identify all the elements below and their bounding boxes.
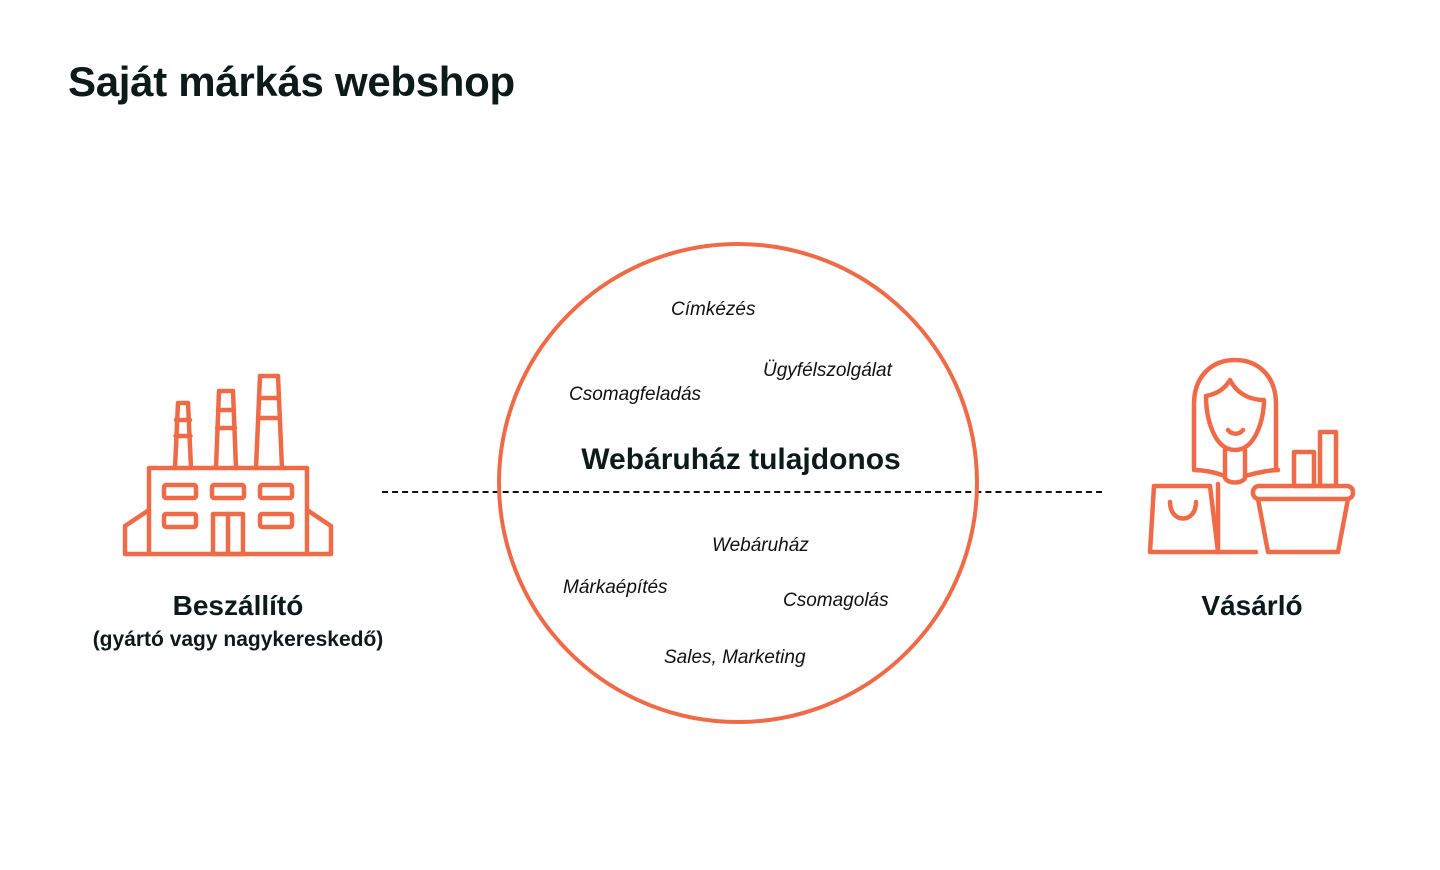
webshop-owner-title: Webáruház tulajdonos bbox=[581, 443, 901, 476]
task-labeling: Címkézés bbox=[671, 299, 756, 320]
task-branding: Márkaépítés bbox=[563, 577, 668, 598]
shopper-with-bag-and-basket-icon bbox=[1147, 357, 1356, 555]
buyer-label: Vásárló bbox=[1201, 590, 1303, 621]
supplier-label: Beszállító bbox=[172, 590, 304, 621]
owner-responsibility-circle bbox=[497, 242, 979, 724]
task-parcel-dispatch: Csomagfeladás bbox=[569, 384, 702, 405]
task-webshop: Webáruház bbox=[712, 535, 809, 556]
task-packaging: Csomagolás bbox=[783, 590, 889, 611]
task-sales-marketing: Sales, Marketing bbox=[664, 647, 806, 668]
page-title: Saját márkás webshop bbox=[68, 58, 515, 105]
factory-icon bbox=[122, 373, 334, 557]
task-customer-service: Ügyfélszolgálat bbox=[763, 360, 892, 381]
supplier-sublabel: (gyártó vagy nagykereskedő) bbox=[92, 628, 384, 651]
